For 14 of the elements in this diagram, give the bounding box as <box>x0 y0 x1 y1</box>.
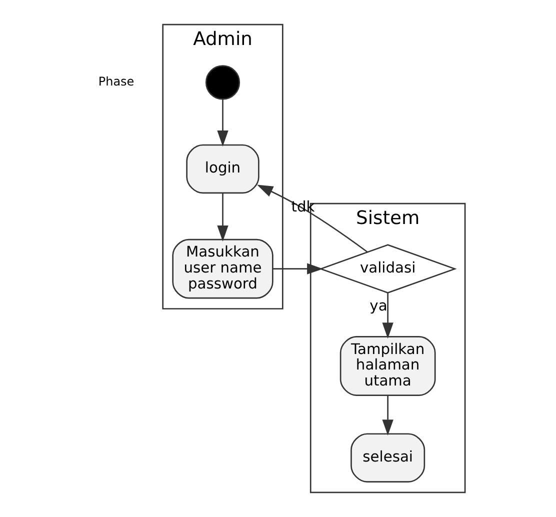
node-box: Tampilkan halaman utama <box>340 336 436 396</box>
node-box: Masukkan user name password <box>172 238 274 299</box>
node-diamond: validasi <box>318 244 457 294</box>
node-circle <box>205 65 240 100</box>
arrow <box>257 184 368 253</box>
arrow <box>217 99 228 146</box>
node-box: selesai <box>350 433 426 482</box>
label: Phase <box>98 74 134 88</box>
edge-label: ya <box>370 297 388 314</box>
arrow <box>273 263 324 274</box>
node-box: login <box>186 144 260 194</box>
arrow <box>382 293 394 339</box>
arrow <box>217 193 228 242</box>
arrow <box>382 396 394 436</box>
